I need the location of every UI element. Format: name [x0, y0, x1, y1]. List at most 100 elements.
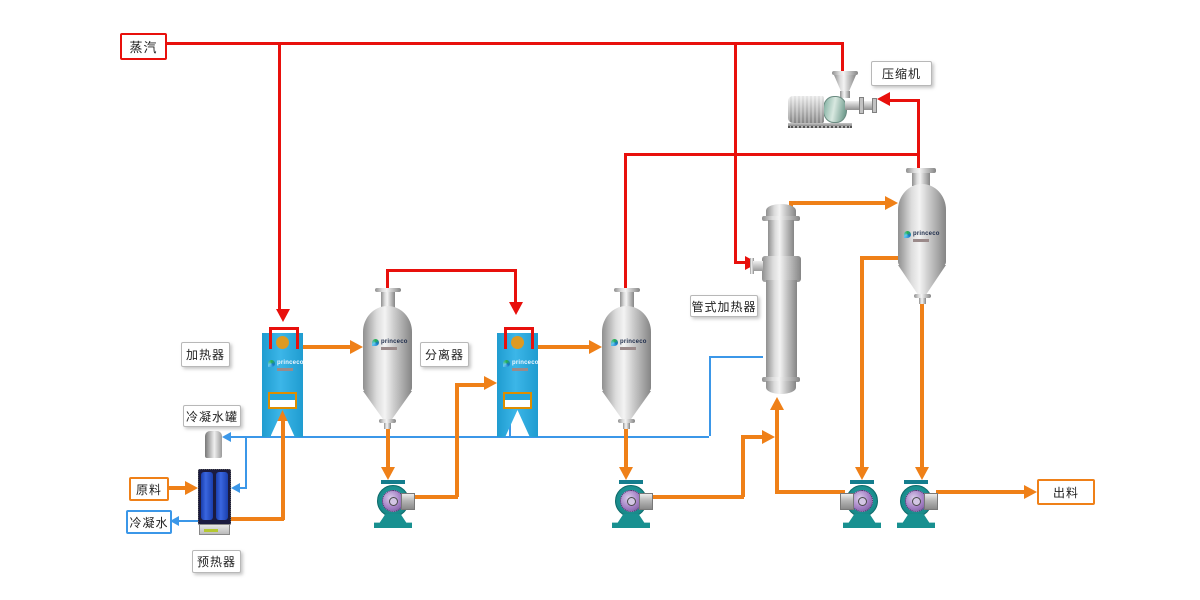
brand-logo: princeco — [503, 360, 539, 371]
pump3-discharge-pipe — [775, 490, 845, 494]
condensate-outlet-pipe — [177, 520, 198, 522]
separator-2-top-flange — [614, 288, 640, 292]
feed-pipe — [168, 486, 186, 490]
steam-branch-tubeheater-pipe — [734, 44, 737, 263]
arrow-into-separator1 — [350, 340, 363, 354]
arrow-into-condensate-tank — [222, 432, 231, 442]
big-separator-bottom-flange — [914, 294, 931, 298]
preheater-plate-left — [201, 472, 213, 520]
pump-motor — [840, 493, 854, 510]
pump-inlet-flange — [904, 480, 928, 484]
pump-base — [374, 514, 412, 528]
arrow-into-heater2-side — [484, 376, 497, 390]
brand-logo: princeco — [611, 339, 647, 350]
pump-base — [612, 514, 650, 528]
pump-4 — [897, 480, 938, 528]
big-separator-cone — [898, 265, 946, 295]
separator-2-cone — [602, 391, 651, 420]
tube-heater-bottom-flange — [762, 377, 800, 382]
arrow-into-pump4 — [915, 467, 929, 480]
heater2-steam-yoke — [504, 327, 534, 330]
compressor-label: 压缩机 — [871, 61, 932, 86]
arrow-into-recirculation-line — [762, 430, 775, 444]
separator-label: 分离器 — [420, 342, 469, 367]
tube-heater-top-flange — [762, 216, 800, 221]
pump-motor — [924, 493, 938, 510]
pump-3 — [840, 480, 881, 528]
pump-motor — [401, 493, 415, 510]
big-separator-top-nozzle — [912, 173, 930, 186]
heater1-to-separator1-pipe — [303, 345, 351, 349]
heater1-steam-yoke — [269, 327, 299, 330]
brand-logo-icon — [503, 360, 510, 367]
compressor-motor — [788, 96, 824, 123]
pump1-discharge-pipe — [410, 495, 458, 499]
compressor-inlet-flange — [832, 71, 858, 75]
arrow-into-pump2 — [619, 467, 633, 480]
pump-motor — [639, 493, 653, 510]
pump-inlet-flange — [619, 480, 643, 484]
arrow-into-preheater-feed — [185, 481, 198, 495]
tube-heater-head — [762, 256, 801, 282]
condensate-tank-label: 冷凝水罐 — [183, 405, 241, 427]
tube-heater-bottom-dome — [766, 381, 796, 394]
brand-logo-text: princeco — [620, 339, 647, 345]
compressor-top-pipe — [841, 44, 844, 74]
brand-logo: princeco — [904, 231, 940, 242]
separator1-bottom-pipe — [386, 428, 390, 468]
arrow-into-tubeheater-bottom — [770, 397, 784, 410]
condensate-tank — [205, 431, 222, 458]
pump-inlet-flange — [381, 480, 405, 484]
compressor-suction-riser — [917, 99, 920, 172]
brand-logo: princeco — [372, 339, 408, 350]
steam-branch-heater1-pipe — [278, 44, 281, 310]
brand-logo-icon — [904, 231, 911, 238]
condensate-header-pipe — [230, 436, 709, 438]
tube-heater-column — [766, 280, 797, 379]
heater-1-sightglass — [276, 336, 289, 349]
arrow-into-compressor — [877, 92, 890, 106]
separator-1-top-nozzle — [381, 292, 395, 310]
brand-logo-icon — [611, 339, 618, 346]
pump2-junction-stub — [741, 435, 762, 439]
steam-label: 蒸汽 — [120, 33, 167, 60]
compressor — [788, 70, 883, 130]
heater-2-bottom-channel — [503, 392, 532, 409]
preheater — [198, 469, 231, 535]
tube-heater-label: 管式加热器 — [690, 295, 758, 317]
brand-logo-text: princeco — [381, 339, 408, 345]
heater1-steam-yoke-leg — [269, 327, 272, 349]
brand-logo: princeco — [268, 360, 304, 371]
heater-1-bottom-channel — [268, 392, 297, 409]
preheater-base-strip — [204, 529, 218, 532]
separator-1-bottom-nozzle — [384, 423, 391, 429]
separator-2-top-nozzle — [620, 292, 634, 310]
separator1-vapor-pipe — [386, 269, 517, 272]
condensate-water-label: 冷凝水 — [126, 510, 172, 534]
compressor-volute — [823, 96, 847, 123]
bigseparator-bottom-drop — [920, 302, 924, 468]
heater-2-sightglass — [511, 336, 524, 349]
brand-logo-subline — [381, 347, 397, 350]
tubeheater-steam-stub — [734, 261, 746, 264]
tubeheater-condensate-drop — [709, 356, 711, 436]
tubeheater-to-bigseparator-pipe — [789, 201, 886, 205]
condensate-to-preheater-stub — [240, 487, 247, 489]
heater2-steam-yoke-leg — [531, 327, 534, 349]
brand-logo-text: princeco — [512, 360, 539, 366]
brand-logo-text: princeco — [913, 231, 940, 237]
arrow-into-big-separator — [885, 196, 898, 210]
preheater-label: 预热器 — [192, 550, 241, 573]
pump-inlet-flange — [850, 480, 874, 484]
compressor-inlet-stem — [840, 91, 850, 98]
separator2-vapor-riser — [624, 156, 627, 291]
pump-2 — [612, 480, 653, 528]
heater2-to-separator2-pipe — [538, 345, 590, 349]
feed-riser-heater1 — [281, 420, 285, 520]
compressor-suction-stub — [888, 99, 919, 102]
tube-heater-side-flange — [750, 258, 754, 274]
separator-1-bottom-flange — [379, 419, 396, 423]
separator-1-top-flange — [375, 288, 401, 292]
arrow-into-separator2 — [589, 340, 602, 354]
